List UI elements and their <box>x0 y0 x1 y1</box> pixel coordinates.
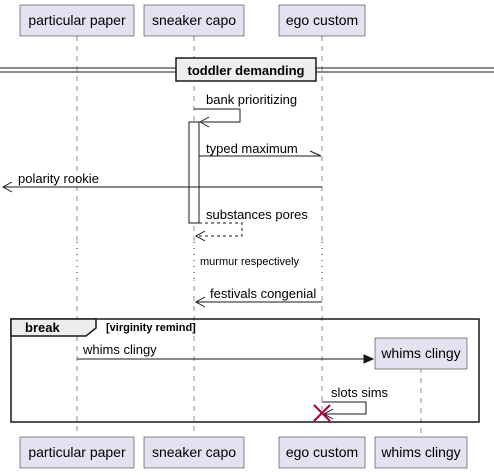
message-label: festivals congenial <box>210 286 316 301</box>
participant-label: ego custom <box>286 444 358 460</box>
message-label: substances pores <box>206 207 308 222</box>
participant-label: sneaker capo <box>152 12 236 28</box>
participant-particular-paper-bottom: particular paper <box>19 436 135 469</box>
delay-label: murmur respectively <box>200 256 300 268</box>
message-label: slots sims <box>331 385 389 400</box>
participant-label: particular paper <box>28 12 126 28</box>
message-label: bank prioritizing <box>206 92 297 107</box>
participant-whims-clingy-created: whims clingy <box>374 337 468 370</box>
participant-particular-paper-top: particular paper <box>19 4 135 37</box>
participant-sneaker-capo-bottom: sneaker capo <box>143 436 245 469</box>
participant-label: whims clingy <box>380 444 460 460</box>
message-polarity-rookie: polarity rookie <box>1 171 322 193</box>
participant-whims-clingy-bottom: whims clingy <box>374 436 468 469</box>
destroy-icon <box>313 404 331 422</box>
participant-sneaker-capo-top: sneaker capo <box>143 4 245 37</box>
message-typed-maximum: typed maximum <box>199 141 322 157</box>
message-festivals-congenial: festivals congenial <box>194 286 322 308</box>
fragment-keyword: break <box>25 320 60 335</box>
participant-label: sneaker capo <box>152 444 236 460</box>
message-slots-sims: slots sims <box>322 385 389 420</box>
participant-ego-custom-top: ego custom <box>278 4 366 37</box>
activation-bar <box>188 121 200 224</box>
message-whims-clingy: whims clingy <box>77 342 375 364</box>
fragment-guard: [virginity remind] <box>106 322 196 334</box>
message-label: typed maximum <box>206 141 298 156</box>
participant-label: particular paper <box>28 444 126 460</box>
message-substances-pores: substances pores <box>194 207 308 242</box>
divider: toddler demanding <box>0 57 494 82</box>
participant-ego-custom-bottom: ego custom <box>278 436 366 469</box>
divider-label: toddler demanding <box>188 63 305 78</box>
participant-label: ego custom <box>286 12 358 28</box>
delay-section: murmur respectively <box>60 242 340 280</box>
break-fragment: break [virginity remind] <box>10 318 480 423</box>
message-label: whims clingy <box>82 342 157 357</box>
message-bank-prioritizing: bank prioritizing <box>194 92 297 128</box>
message-label: polarity rookie <box>18 171 99 186</box>
participant-label: whims clingy <box>380 345 460 361</box>
